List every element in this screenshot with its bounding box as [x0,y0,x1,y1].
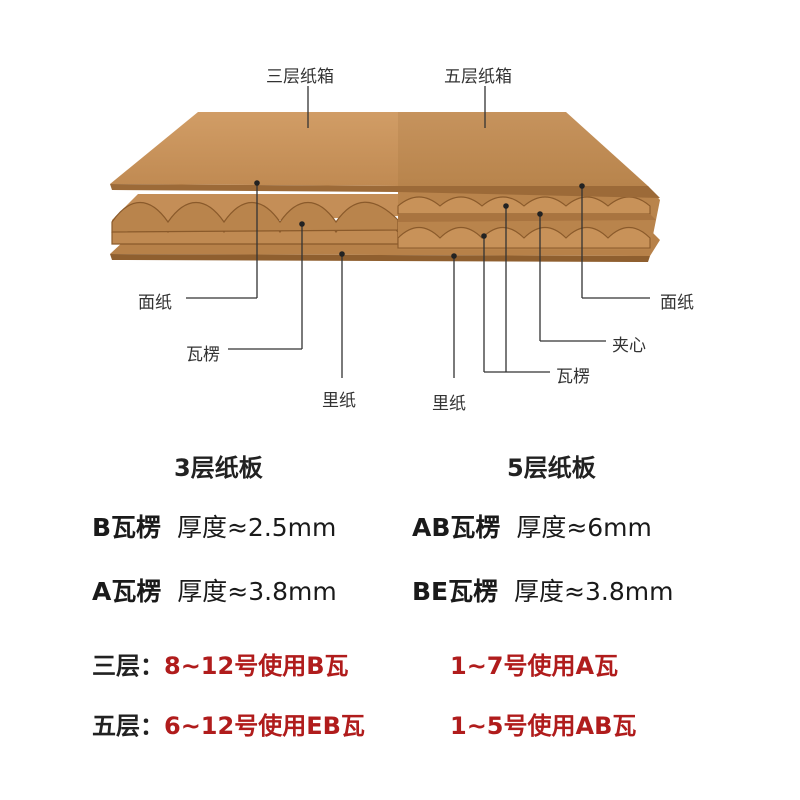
spec-thickness: 厚度≈3.8mm [514,577,674,606]
right-callout-face: 面纸 [660,293,694,313]
spec-thickness: 厚度≈3.8mm [177,577,337,606]
right-callout-core: 夹心 [612,336,646,356]
spec-thickness: 厚度≈2.5mm [176,513,337,542]
right-core-sheet [398,214,656,222]
left-upper-flute [111,201,399,233]
right-flute-lower [397,226,651,249]
usage-second: 1~5号使用AB瓦 [450,712,637,740]
usage-three-layer: 三层：8~12号使用B瓦 [92,646,349,681]
right-callout-liner: 里纸 [432,394,466,414]
right-leader-dots [451,183,585,259]
usage-five-layer: 五层：6~12号使用EB瓦 [92,706,365,741]
corrugated-board-diagram [110,86,660,378]
usage-first: 6~12号使用EB瓦 [164,712,365,740]
usage-second: 1~7号使用A瓦 [450,652,619,680]
left-leader-lines [186,86,343,378]
right-top-face [398,112,648,186]
right-top-face-edge [398,186,660,198]
spec-name: BE瓦楞 [412,577,499,606]
bottom-liner-edge [110,254,650,262]
three-layer-board-title: 3层纸板 [174,454,263,482]
right-callout-flute: 瓦楞 [556,367,590,387]
left-top-face-edge [110,184,398,192]
right-flute-upper [397,196,651,215]
spec-b-flute: B瓦楞 厚度≈2.5mm [92,508,336,544]
left-callout-face: 面纸 [138,293,172,313]
five-layer-board-title: 5层纸板 [507,454,596,482]
spec-name: B瓦楞 [92,513,162,542]
usage-label: 五层： [92,712,164,740]
spec-name: A瓦楞 [92,577,162,606]
usage-five-layer-second: 1~5号使用AB瓦 [450,706,636,741]
label-five-layer-box: 五层纸箱 [444,67,512,87]
label-three-layer-box: 三层纸箱 [266,67,334,87]
right-leader-lines [453,86,650,378]
left-top-face [110,112,398,186]
usage-first: 8~12号使用B瓦 [164,652,349,680]
left-callout-liner: 里纸 [322,391,356,411]
spec-name: AB瓦楞 [412,513,501,542]
spec-a-flute: A瓦楞 厚度≈3.8mm [92,572,337,608]
usage-three-layer-second: 1~7号使用A瓦 [450,646,618,681]
usage-label: 三层： [92,652,164,680]
left-leader-dots [254,180,345,257]
spec-ab-flute: AB瓦楞 厚度≈6mm [412,508,652,544]
spec-be-flute: BE瓦楞 厚度≈3.8mm [412,572,673,608]
spec-thickness: 厚度≈6mm [516,513,652,542]
left-callout-flute: 瓦楞 [186,345,220,365]
